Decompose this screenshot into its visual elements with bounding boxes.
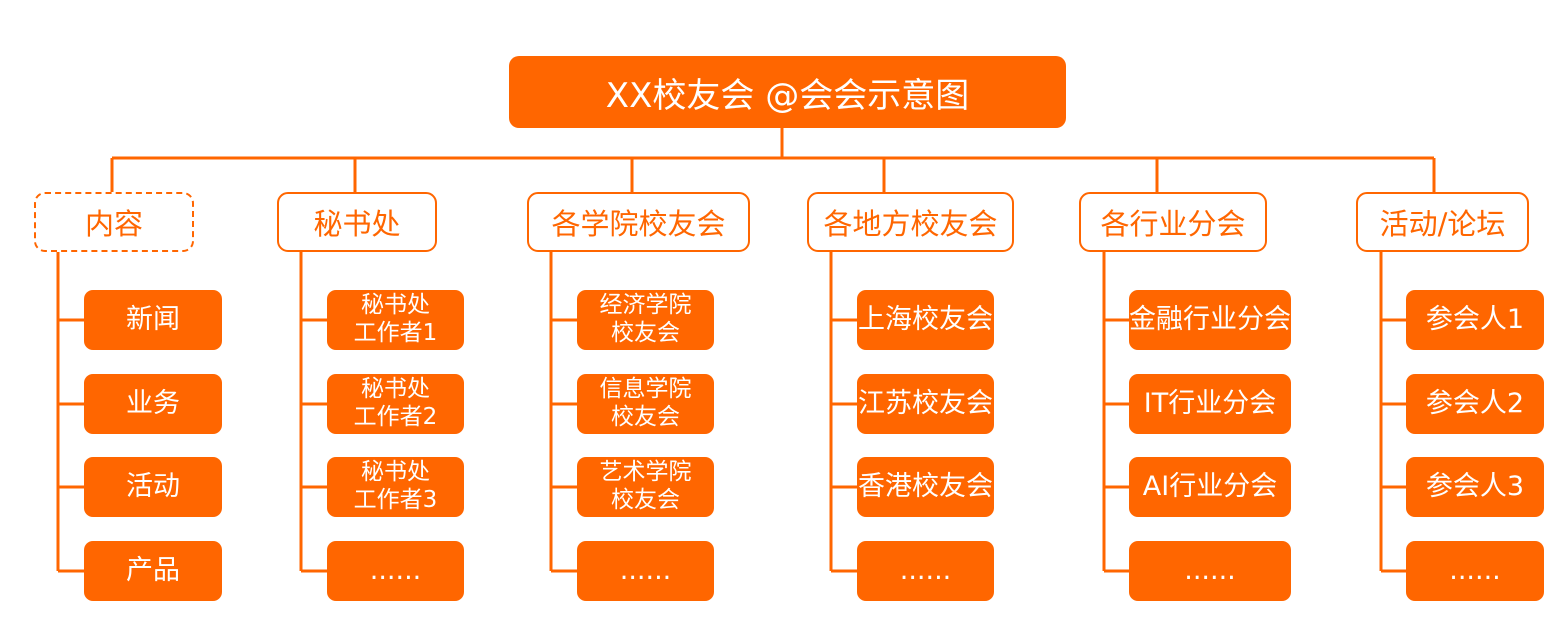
node-label: 秘书处 工作者1: [353, 292, 438, 346]
root-title: XX校友会 @会会示意图: [605, 75, 970, 116]
node-label: 香港校友会: [858, 470, 993, 502]
column-header-label: 各地方校友会: [823, 207, 998, 241]
node-label: 江苏校友会: [858, 387, 993, 419]
node-box: ......: [327, 541, 464, 601]
node-box: 参会人2: [1406, 374, 1544, 434]
node-label: 信息学院 校友会: [599, 376, 692, 430]
column-header-6: 活动/论坛: [1356, 192, 1529, 252]
node-label: ......: [619, 554, 672, 586]
node-box: 参会人1: [1406, 290, 1544, 350]
node-label: 艺术学院 校友会: [599, 459, 692, 513]
column-header-label: 各学院校友会: [551, 207, 726, 241]
column-header-1: 内容: [34, 192, 194, 252]
node-label: ......: [369, 554, 422, 586]
column-header-3: 各学院校友会: [527, 192, 750, 252]
node-label: 参会人2: [1425, 387, 1525, 419]
node-box: 信息学院 校友会: [577, 374, 714, 434]
node-label: 金融行业分会: [1129, 303, 1291, 335]
node-box: 活动: [84, 457, 222, 517]
node-box: 秘书处 工作者3: [327, 457, 464, 517]
node-label: 活动: [126, 470, 180, 502]
root-node: XX校友会 @会会示意图: [509, 56, 1066, 128]
node-box: 参会人3: [1406, 457, 1544, 517]
node-label: 产品: [126, 554, 180, 586]
node-label: ......: [899, 554, 952, 586]
node-box: 上海校友会: [857, 290, 994, 350]
column-header-2: 秘书处: [277, 192, 437, 252]
column-header-label: 内容: [84, 207, 143, 241]
node-box: IT行业分会: [1129, 374, 1291, 434]
node-box: 新闻: [84, 290, 222, 350]
node-box: 业务: [84, 374, 222, 434]
node-box: AI行业分会: [1129, 457, 1291, 517]
node-label: 参会人1: [1425, 303, 1525, 335]
column-header-label: 各行业分会: [1100, 207, 1246, 241]
node-box: 产品: [84, 541, 222, 601]
node-label: 秘书处 工作者2: [353, 376, 438, 430]
node-label: 秘书处 工作者3: [353, 459, 438, 513]
column-header-5: 各行业分会: [1079, 192, 1267, 252]
node-label: 业务: [126, 387, 180, 419]
column-header-label: 秘书处: [313, 207, 401, 241]
node-box: 艺术学院 校友会: [577, 457, 714, 517]
node-box: 秘书处 工作者2: [327, 374, 464, 434]
node-label: AI行业分会: [1142, 470, 1278, 502]
node-box: ......: [1129, 541, 1291, 601]
node-box: 江苏校友会: [857, 374, 994, 434]
column-header-4: 各地方校友会: [807, 192, 1014, 252]
node-box: 经济学院 校友会: [577, 290, 714, 350]
column-header-label: 活动/论坛: [1379, 207, 1506, 241]
node-box: 秘书处 工作者1: [327, 290, 464, 350]
node-box: ......: [857, 541, 994, 601]
node-label: 上海校友会: [858, 303, 993, 335]
node-label: IT行业分会: [1143, 387, 1277, 419]
node-label: 参会人3: [1425, 470, 1525, 502]
node-label: ......: [1184, 554, 1236, 586]
node-label: 新闻: [126, 303, 180, 335]
node-box: 香港校友会: [857, 457, 994, 517]
node-label: ......: [1449, 554, 1501, 586]
node-box: ......: [1406, 541, 1544, 601]
node-box: 金融行业分会: [1129, 290, 1291, 350]
node-label: 经济学院 校友会: [599, 292, 692, 346]
node-box: ......: [577, 541, 714, 601]
